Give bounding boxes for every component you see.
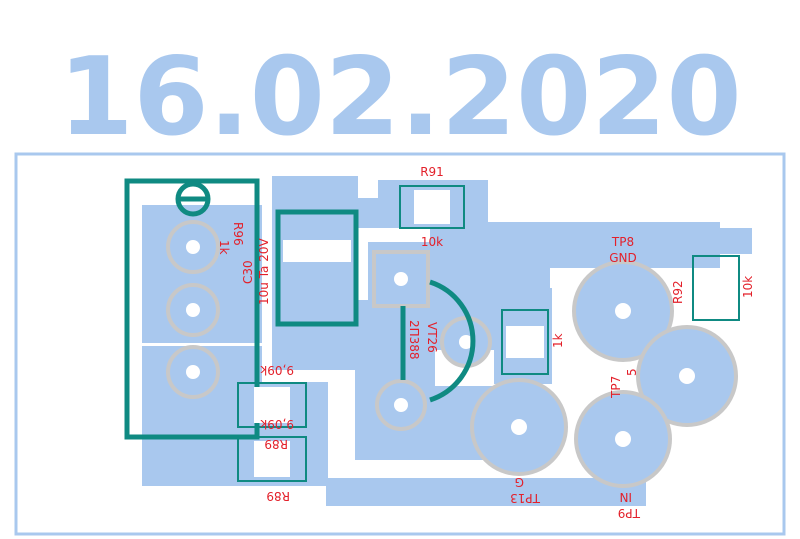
rx-value: 1k bbox=[551, 333, 565, 348]
silkscreen-layer bbox=[124, 178, 476, 440]
tp13-hole bbox=[511, 419, 527, 435]
r92-value: 10k bbox=[741, 276, 755, 298]
vt26-part: 2П388 bbox=[407, 320, 421, 360]
c30-value: 10u Ta 20V bbox=[257, 238, 271, 305]
test-point-pads bbox=[470, 260, 738, 488]
r96-value: 1k bbox=[217, 240, 231, 255]
tp13-label: TP13 bbox=[510, 491, 541, 505]
r89-top-outline bbox=[237, 382, 307, 428]
tp7-name: 5 bbox=[625, 368, 639, 376]
c30-label: C30 bbox=[241, 260, 255, 284]
tp7-label: TP7 bbox=[609, 376, 623, 399]
r89-top-value: 9,09k bbox=[260, 363, 294, 377]
rx-outline bbox=[501, 309, 549, 375]
resistor-outlines bbox=[237, 185, 740, 482]
r89-top-label: R89 bbox=[264, 437, 288, 451]
r91-outline bbox=[399, 185, 465, 229]
r89-bottom-outline bbox=[237, 436, 307, 482]
tp7-hole bbox=[679, 368, 695, 384]
board-date-title: 16.02.2020 bbox=[58, 35, 741, 160]
board-outline bbox=[14, 152, 786, 536]
vt26-pads bbox=[372, 250, 492, 431]
copper-layer bbox=[142, 176, 752, 506]
r89-bottom-label: R89 bbox=[266, 489, 290, 503]
vt26-outline bbox=[429, 279, 476, 403]
tp8-name: GND bbox=[609, 251, 637, 265]
r96-label: R96 bbox=[231, 222, 245, 246]
connector-pins bbox=[166, 220, 220, 399]
r92-label: R92 bbox=[671, 280, 685, 304]
tp8-label: TP8 bbox=[611, 235, 634, 249]
c30-outline bbox=[275, 209, 359, 327]
vt26-label: VT26 bbox=[425, 322, 439, 353]
tp9-label: TP9 bbox=[618, 506, 641, 520]
r91-label: R91 bbox=[420, 165, 444, 179]
tp9-name: IN bbox=[619, 490, 632, 504]
tp8-hole bbox=[615, 303, 631, 319]
connector-outline bbox=[124, 178, 260, 440]
r91-value: 10k bbox=[421, 235, 443, 249]
component-labels: R91 10k TP8 GND R92 10k R96 1k C30 10u T… bbox=[217, 165, 755, 520]
tp9-hole bbox=[615, 431, 631, 447]
tp13-name: G bbox=[515, 475, 524, 489]
r89-bottom-value: 9,09k bbox=[260, 417, 294, 431]
r92-outline bbox=[692, 255, 740, 321]
